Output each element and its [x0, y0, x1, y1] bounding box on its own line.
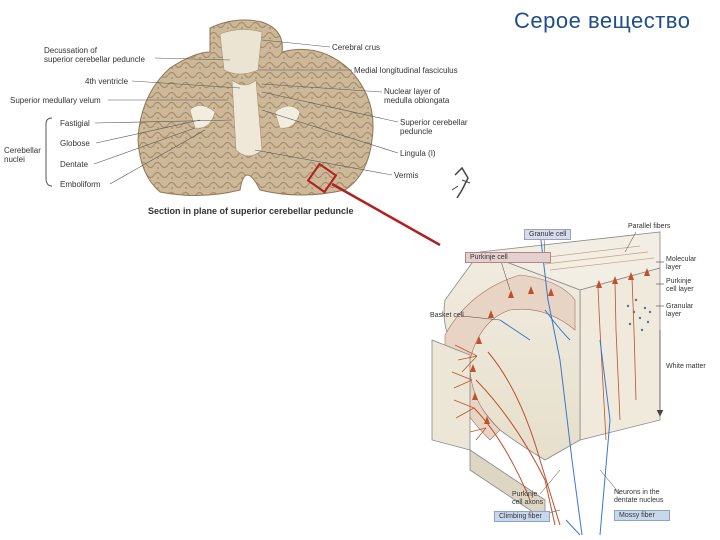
orientation-figure	[451, 166, 471, 199]
label-lingula: Lingula (I)	[400, 149, 436, 158]
granule-cell-box: Granule cell	[524, 229, 572, 240]
label-purkinje-axons-2: cell axons	[512, 499, 544, 506]
label-nuclear-layer-2: medulla oblongata	[384, 96, 450, 105]
right-leader-lines	[254, 39, 399, 176]
label-white-matter: White matter	[666, 363, 706, 370]
label-superior-cerebellar-peduncle-1: Superior cerebellar	[400, 118, 468, 127]
label-superior-medullary-velum: Superior medullary velum	[10, 96, 101, 105]
mossy-fiber-box: Mossy fiber	[614, 510, 670, 521]
nuclei-bracket	[45, 117, 53, 187]
label-decussation-2: superior cerebellar peduncle	[44, 55, 145, 64]
label-mlf: Medial longitudinal fasciculus	[354, 66, 458, 75]
label-vermis: Vermis	[394, 171, 419, 180]
cortex-block	[431, 231, 664, 536]
section-caption: Section in plane of superior cerebellar …	[148, 206, 354, 216]
left-leader-lines	[93, 57, 241, 185]
label-granular-layer-1: Granular	[666, 303, 694, 310]
label-fastigial: Fastigial	[60, 119, 90, 128]
slide-title: Серое вещество	[514, 8, 691, 33]
label-purkinje-axons-1: Purkinje	[512, 491, 538, 498]
label-granular-layer-2: layer	[666, 311, 682, 318]
label-basket-cell: Basket cell	[430, 312, 464, 319]
label-cerebellar-nuclei-1: Cerebellar	[4, 146, 41, 155]
label-parallel-fibers: Parallel fibers	[628, 223, 671, 230]
label-nuclear-layer-1: Nuclear layer of	[384, 87, 441, 96]
label-decussation-1: Decussation of	[44, 46, 97, 55]
label-cerebral-crus: Cerebral crus	[332, 43, 381, 52]
label-purkinje-layer-2: cell layer	[666, 286, 694, 293]
label-dentate-neurons-2: dentate nucleus	[614, 497, 664, 504]
purkinje-cell-box: Purkinje cell	[465, 252, 551, 263]
label-purkinje-layer-1: Purkinje	[666, 278, 692, 285]
zoom-arrow	[306, 162, 441, 247]
climbing-fiber-box: Climbing fiber	[494, 511, 550, 522]
label-emboliform: Emboliform	[60, 180, 101, 189]
label-superior-cerebellar-peduncle-2: peduncle	[400, 127, 433, 136]
label-molecular-layer-2: layer	[666, 264, 682, 271]
label-cerebellar-nuclei-2: nuclei	[4, 155, 25, 164]
label-globose: Globose	[60, 139, 90, 148]
cerebellum-section	[137, 19, 374, 197]
label-dentate: Dentate	[60, 160, 89, 169]
label-molecular-layer-1: Molecular	[666, 256, 697, 263]
label-dentate-neurons-1: Neurons in the	[614, 489, 660, 496]
label-4th-ventricle: 4th ventricle	[85, 77, 129, 86]
